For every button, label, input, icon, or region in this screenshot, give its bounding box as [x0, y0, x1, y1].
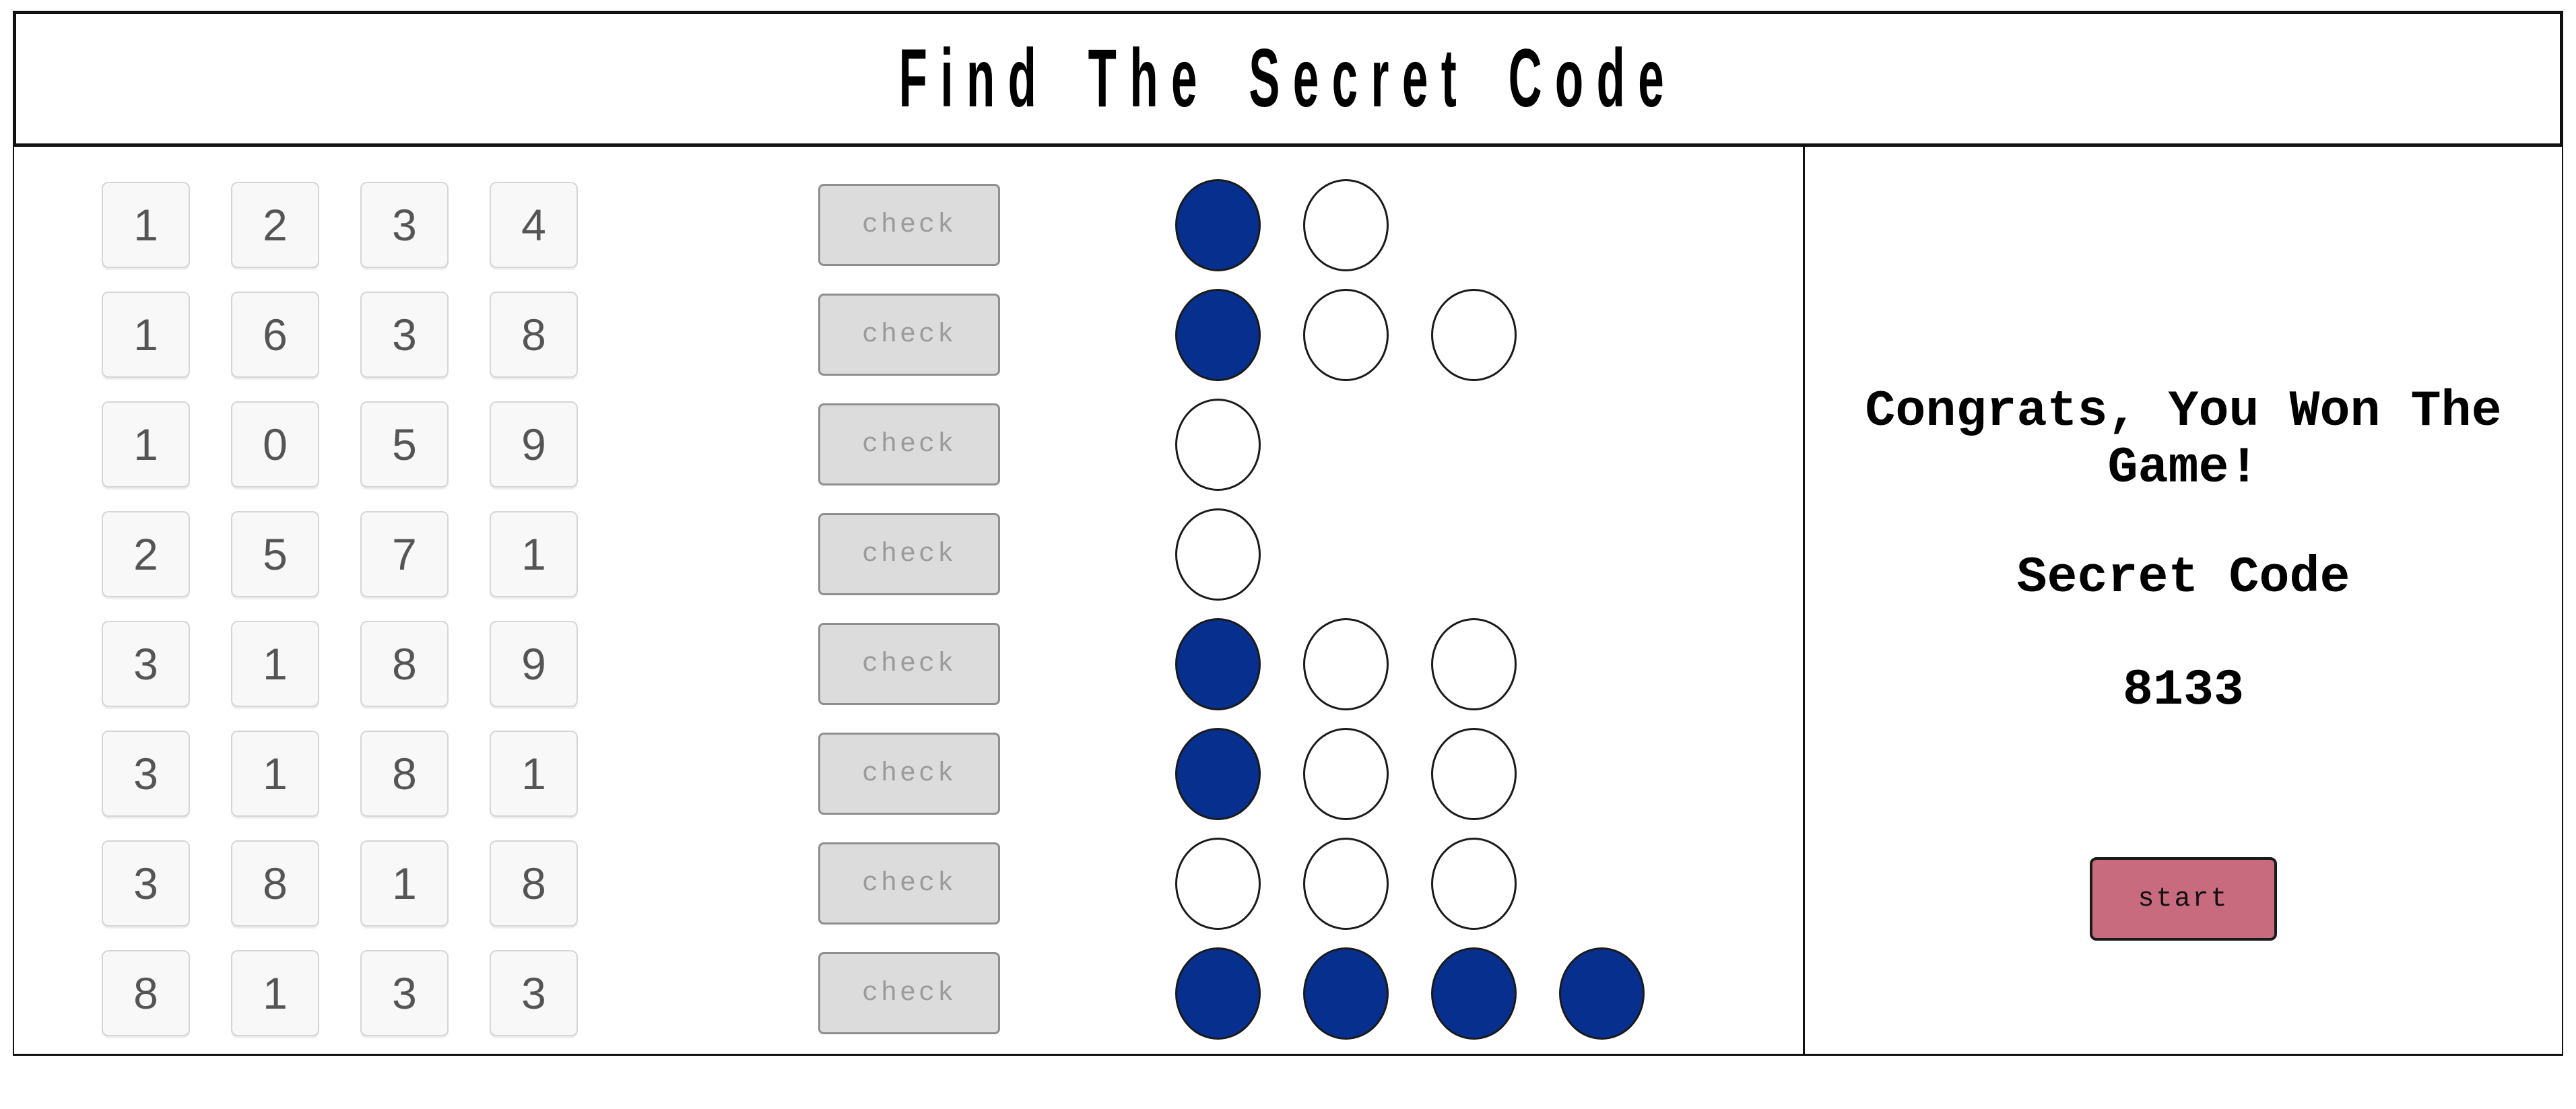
guess-rows: 1 2 3 4 check 1 6 3 8 check 1 0 5 9 chec…	[14, 147, 1803, 1054]
guess-row: 3 1 8 9 check	[102, 617, 1803, 710]
digit-cell[interactable]: 1	[231, 950, 319, 1036]
peg-empty	[1431, 727, 1517, 820]
peg-empty	[1303, 837, 1389, 930]
digit-cell[interactable]: 9	[490, 621, 578, 707]
peg-filled	[1175, 288, 1261, 381]
digit-cell[interactable]: 1	[102, 292, 190, 378]
digit-cell[interactable]: 1	[231, 621, 319, 707]
digit-cell[interactable]: 3	[360, 182, 449, 268]
digit-cell[interactable]: 9	[490, 401, 578, 488]
peg-filled	[1559, 947, 1645, 1040]
pegs	[1175, 288, 1559, 381]
peg-filled	[1303, 947, 1389, 1040]
win-message: Congrats, You Won The Game!	[1865, 383, 2502, 497]
guess-row: 8 1 3 3 check	[102, 947, 1803, 1040]
digit-cell[interactable]: 3	[360, 292, 449, 378]
result-panel: Congrats, You Won The Game! Secret Code …	[1803, 147, 2562, 1054]
digit-cell[interactable]: 3	[102, 731, 190, 817]
main-area: 1 2 3 4 check 1 6 3 8 check 1 0 5 9 chec…	[13, 147, 2563, 1056]
digit-cell[interactable]: 8	[102, 950, 190, 1036]
digit-cell[interactable]: 2	[102, 511, 190, 597]
digit-cell[interactable]: 8	[360, 621, 449, 707]
digit-cell[interactable]: 3	[102, 621, 190, 707]
digit-cell[interactable]: 3	[102, 840, 190, 927]
peg-empty	[1303, 288, 1389, 381]
start-button[interactable]: start	[2090, 857, 2277, 941]
peg-empty	[1175, 508, 1261, 601]
guess-row: 3 8 1 8 check	[102, 837, 1803, 930]
peg-filled	[1175, 947, 1261, 1040]
secret-code-value: 8133	[2122, 662, 2245, 719]
pegs	[1175, 398, 1303, 491]
peg-empty	[1431, 837, 1517, 930]
pegs	[1175, 727, 1559, 820]
app-frame: Find The Secret Code 1 2 3 4 check 1 6 3…	[13, 11, 2563, 1056]
digit-cell[interactable]: 4	[490, 182, 578, 268]
check-button[interactable]: check	[818, 952, 1000, 1034]
peg-filled	[1431, 947, 1517, 1040]
peg-empty	[1303, 617, 1389, 710]
check-button[interactable]: check	[818, 513, 1000, 595]
check-button[interactable]: check	[818, 403, 1000, 485]
digit-cell[interactable]: 7	[360, 511, 449, 597]
digit-cell[interactable]: 8	[231, 840, 319, 927]
peg-empty	[1175, 837, 1261, 930]
page-title: Find The Secret Code	[898, 32, 1678, 125]
digit-cell[interactable]: 5	[231, 511, 319, 597]
peg-filled	[1175, 617, 1261, 710]
guess-row: 2 5 7 1 check	[102, 508, 1803, 601]
guess-row: 1 6 3 8 check	[102, 288, 1803, 381]
pegs	[1175, 837, 1559, 930]
peg-empty	[1303, 727, 1389, 820]
digit-cell[interactable]: 1	[231, 731, 319, 817]
digit-cell[interactable]: 3	[490, 950, 578, 1036]
peg-empty	[1175, 398, 1261, 491]
digit-cell[interactable]: 8	[490, 840, 578, 927]
check-button[interactable]: check	[818, 733, 1000, 815]
peg-filled	[1175, 727, 1261, 820]
peg-filled	[1175, 178, 1261, 271]
digit-cell[interactable]: 1	[490, 731, 578, 817]
check-button[interactable]: check	[818, 184, 1000, 266]
check-button[interactable]: check	[818, 842, 1000, 925]
title-bar: Find The Secret Code	[13, 11, 2563, 147]
digit-cell[interactable]: 6	[231, 292, 319, 378]
digit-cell[interactable]: 1	[102, 401, 190, 488]
pegs	[1175, 947, 1687, 1040]
peg-empty	[1431, 288, 1517, 381]
pegs	[1175, 617, 1559, 710]
pegs	[1175, 508, 1303, 601]
guess-row: 1 0 5 9 check	[102, 398, 1803, 491]
digit-cell[interactable]: 1	[360, 840, 449, 927]
check-button[interactable]: check	[818, 294, 1000, 376]
digit-cell[interactable]: 1	[490, 511, 578, 597]
digit-cell[interactable]: 1	[102, 182, 190, 268]
secret-code-label: Secret Code	[2016, 549, 2350, 607]
peg-empty	[1303, 178, 1389, 271]
digit-cell[interactable]: 2	[231, 182, 319, 268]
guess-row: 3 1 8 1 check	[102, 727, 1803, 820]
pegs	[1175, 178, 1431, 271]
digit-cell[interactable]: 3	[360, 950, 449, 1036]
peg-empty	[1431, 617, 1517, 710]
digit-cell[interactable]: 5	[360, 401, 449, 488]
digit-cell[interactable]: 0	[231, 401, 319, 488]
guess-row: 1 2 3 4 check	[102, 178, 1803, 271]
digit-cell[interactable]: 8	[490, 292, 578, 378]
check-button[interactable]: check	[818, 623, 1000, 705]
digit-cell[interactable]: 8	[360, 731, 449, 817]
